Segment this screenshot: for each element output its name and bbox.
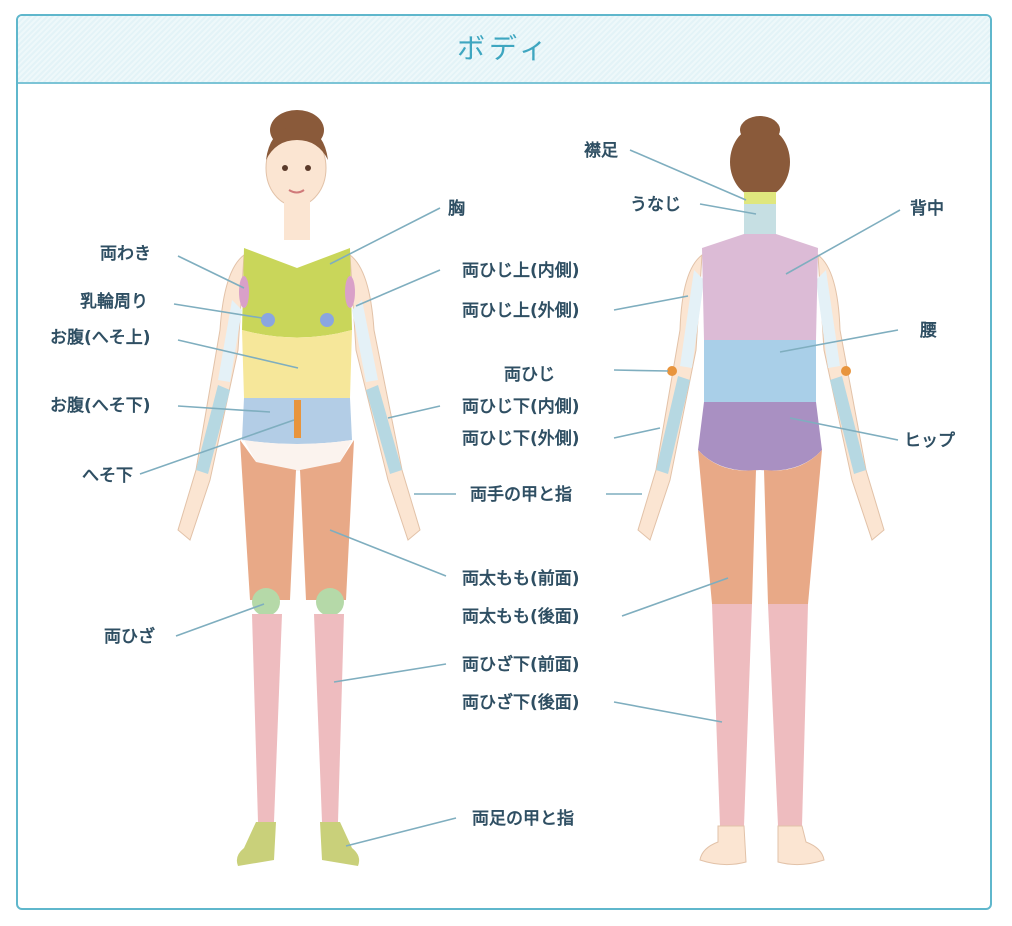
front-arm-left [349,253,421,541]
line-belly-upper [177,339,299,369]
line-back [785,209,901,275]
label-feet: 両足の甲と指 [472,808,574,829]
front-labels: 両わき 乳輪周り お腹(へそ上) お腹(へそ下) へそ下 両ひざ 胸 両ひじ上(… [50,198,580,829]
front-upper-arm-zone-right [218,300,242,382]
label-back: 背中 [910,198,944,219]
back-hip-zone [698,402,822,471]
panel-header: ボディ [18,16,990,84]
label-forearm-outer: 両ひじ下(外側) [462,428,580,449]
front-eye-right [305,165,311,171]
label-belly-lower: お腹(へそ下) [50,395,151,416]
front-pelvis [244,440,352,471]
back-forearm-zone-right [830,376,866,474]
back-figure [637,116,885,866]
front-shin-right [252,614,282,822]
line-hips [789,417,899,441]
back-head [730,126,790,198]
label-belly-upper: お腹(へそ上) [50,327,151,348]
back-waist-zone [704,340,816,402]
back-labels: 襟足 うなじ 背中 両ひじ 腰 ヒップ 両太もも(後面) 両ひざ下(後面) [462,140,956,713]
front-hair [266,126,328,160]
label-thigh-front: 両太もも(前面) [462,568,580,589]
label-upper-arm-outer: 両ひじ上(外側) [462,300,580,321]
back-calf-right [768,604,808,826]
front-areola-left [320,313,334,327]
back-elbow-left [667,366,677,376]
line-waist [779,329,899,353]
back-forearm-zone-left [656,376,690,474]
label-elbows: 両ひじ [504,365,555,385]
line-thigh-front [329,529,447,577]
line-calf-back [613,701,723,723]
front-belly-upper-zone [242,330,352,398]
line-upper-arm-inner [355,269,441,307]
label-forearm-inner: 両ひじ下(内側) [462,396,580,417]
line-feet [345,817,457,847]
line-armpits [177,255,245,289]
front-shin-left [314,614,344,822]
label-nape-hairline: 襟足 [584,140,618,161]
back-calf-left [712,604,752,826]
front-knee-left [316,588,344,616]
line-upper-arm-outer [613,295,689,311]
line-thigh-back [621,577,729,617]
front-foot-left [320,822,360,866]
front-armpit-left [345,276,355,308]
front-figure [177,110,421,866]
label-hips: ヒップ [904,430,956,451]
front-upper-arm-zone-left [352,300,378,382]
line-forearm-inner [387,405,441,419]
back-elbow-right [841,366,851,376]
back-nape-hairline-zone [744,192,776,204]
front-neck [284,200,310,240]
line-below-navel [139,419,295,475]
line-shin-front [333,663,447,683]
front-below-navel-zone [294,400,301,438]
label-chest: 胸 [448,198,465,219]
label-calf-back: 両ひざ下(後面) [462,692,580,713]
front-foot-right [236,822,276,866]
label-thigh-back: 両太もも(後面) [462,606,580,627]
label-nape: うなじ [630,195,681,215]
line-chest [329,207,441,265]
back-upper-arm-zone-right [816,270,840,368]
label-waist: 腰 [920,321,937,341]
back-thigh-right [764,450,822,604]
front-arm-right [177,253,245,541]
label-knees: 両ひざ [104,626,155,647]
back-upper-zone [702,234,818,340]
label-areola: 乳輪周り [80,291,148,312]
front-forearm-zone-left [366,385,402,474]
front-knee-right [252,588,280,616]
label-below-navel: へそ下 [82,466,133,486]
front-mouth [288,189,305,194]
label-upper-arm-inner: 両ひじ上(内側) [462,260,580,281]
line-knees [175,603,265,637]
front-eye-left [282,165,288,171]
back-upper-arm-zone-left [680,270,704,368]
leader-lines [139,149,901,847]
back-arm-right [817,253,885,541]
label-shin-front: 両ひざ下(前面) [462,654,580,675]
line-forearm-outer [613,427,661,439]
front-thigh-left [300,440,354,600]
front-thigh-right [240,440,296,600]
line-belly-lower [177,405,271,413]
front-areola-right [261,313,275,327]
line-nape-hairline [629,149,747,201]
back-thigh-left [698,450,756,604]
line-nape [699,203,757,215]
label-hands: 両手の甲と指 [470,484,572,505]
panel-title: ボディ [456,32,552,65]
line-elbows [613,369,669,372]
back-nape-zone [744,204,776,234]
label-armpits: 両わき [100,244,151,264]
back-foot-left [699,825,747,866]
back-foot-right [777,825,825,866]
front-armpit-right [239,276,249,308]
line-areola [173,303,263,319]
body-panel: ボディ [16,14,992,910]
